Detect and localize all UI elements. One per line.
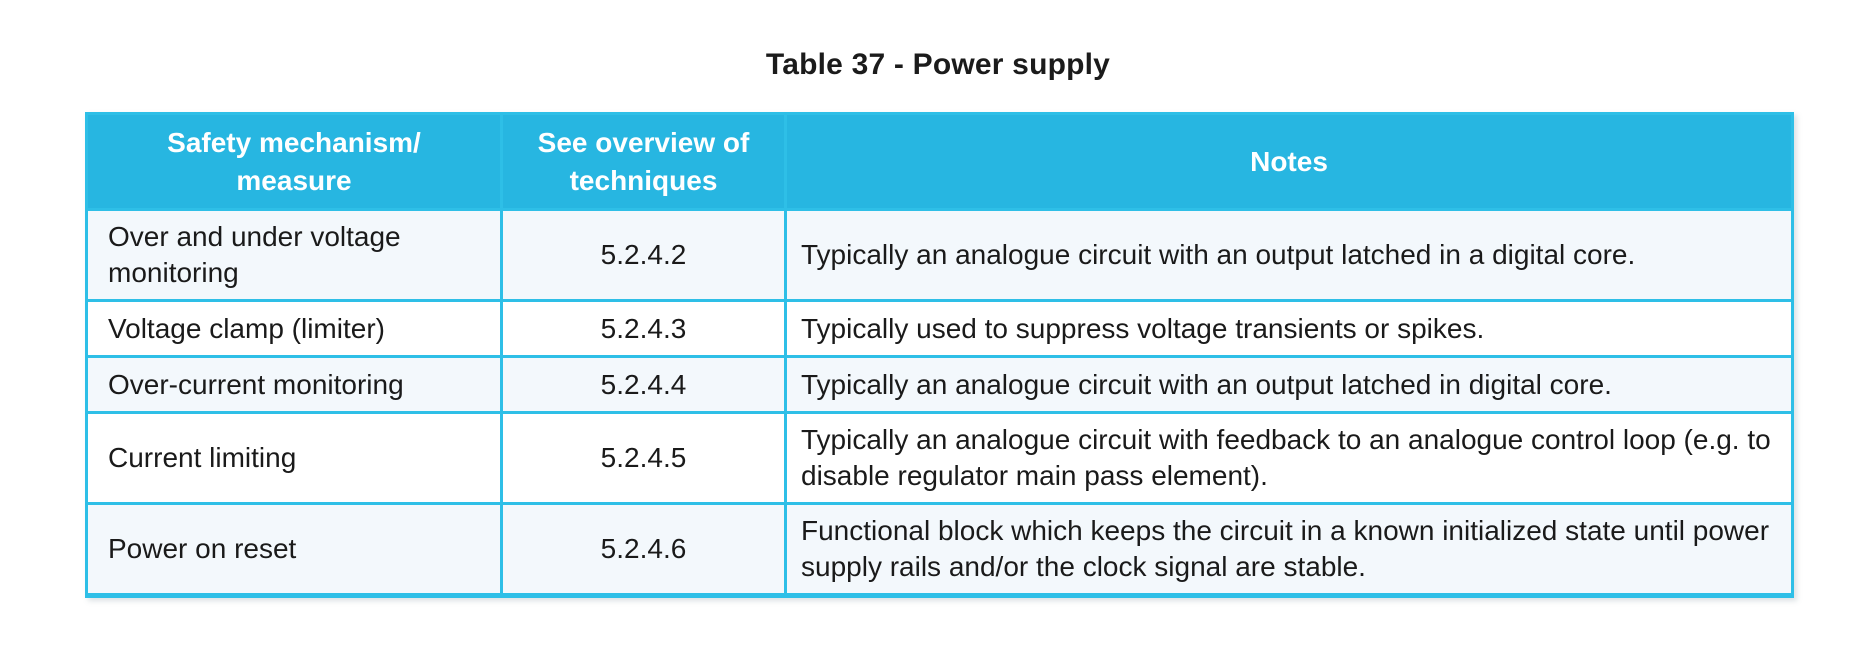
mechanism-cell: Over-current monitoring — [85, 355, 503, 414]
mechanism-cell: Over and under voltage monitoring — [85, 208, 503, 302]
column-header-see-overview: See overview of techniques — [500, 112, 787, 211]
power-supply-table: Safety mechanism/ measure See overview o… — [85, 112, 1794, 598]
technique-ref-cell: 5.2.4.5 — [500, 411, 787, 505]
column-header-notes: Notes — [784, 112, 1794, 211]
table-header: Safety mechanism/ measure See overview o… — [85, 112, 1794, 211]
table-row-current-limiting: Current limiting 5.2.4.5 Typically an an… — [85, 411, 1794, 505]
notes-cell: Typically an analogue circuit with feedb… — [784, 411, 1794, 505]
technique-ref-cell: 5.2.4.4 — [500, 355, 787, 414]
column-header-label: See overview of techniques — [537, 126, 750, 196]
table-row-over-current: Over-current monitoring 5.2.4.4 Typicall… — [85, 355, 1794, 414]
table-row-power-on-reset: Power on reset 5.2.4.6 Functional block … — [85, 502, 1794, 598]
technique-ref-cell: 5.2.4.6 — [500, 502, 787, 598]
mechanism-cell: Voltage clamp (limiter) — [85, 299, 503, 358]
table-body: Over and under voltage monitoring 5.2.4.… — [85, 208, 1794, 598]
column-header-label: Notes — [1250, 145, 1328, 177]
notes-cell: Typically an analogue circuit with an ou… — [784, 208, 1794, 302]
technique-ref-cell: 5.2.4.2 — [500, 208, 787, 302]
notes-cell: Typically used to suppress voltage trans… — [784, 299, 1794, 358]
table-caption: Table 37 - Power supply — [765, 48, 1111, 81]
table-row-voltage-clamp: Voltage clamp (limiter) 5.2.4.3 Typicall… — [85, 299, 1794, 358]
mechanism-cell: Current limiting — [85, 411, 503, 505]
mechanism-cell: Power on reset — [85, 502, 503, 598]
column-header-label: Safety mechanism/ measure — [167, 126, 421, 196]
column-header-safety-mechanism: Safety mechanism/ measure — [85, 112, 503, 211]
table-row-over-under-voltage: Over and under voltage monitoring 5.2.4.… — [85, 208, 1794, 302]
notes-cell: Typically an analogue circuit with an ou… — [784, 355, 1794, 414]
header-row: Safety mechanism/ measure See overview o… — [85, 112, 1794, 211]
notes-cell: Functional block which keeps the circuit… — [784, 502, 1794, 598]
technique-ref-cell: 5.2.4.3 — [500, 299, 787, 358]
